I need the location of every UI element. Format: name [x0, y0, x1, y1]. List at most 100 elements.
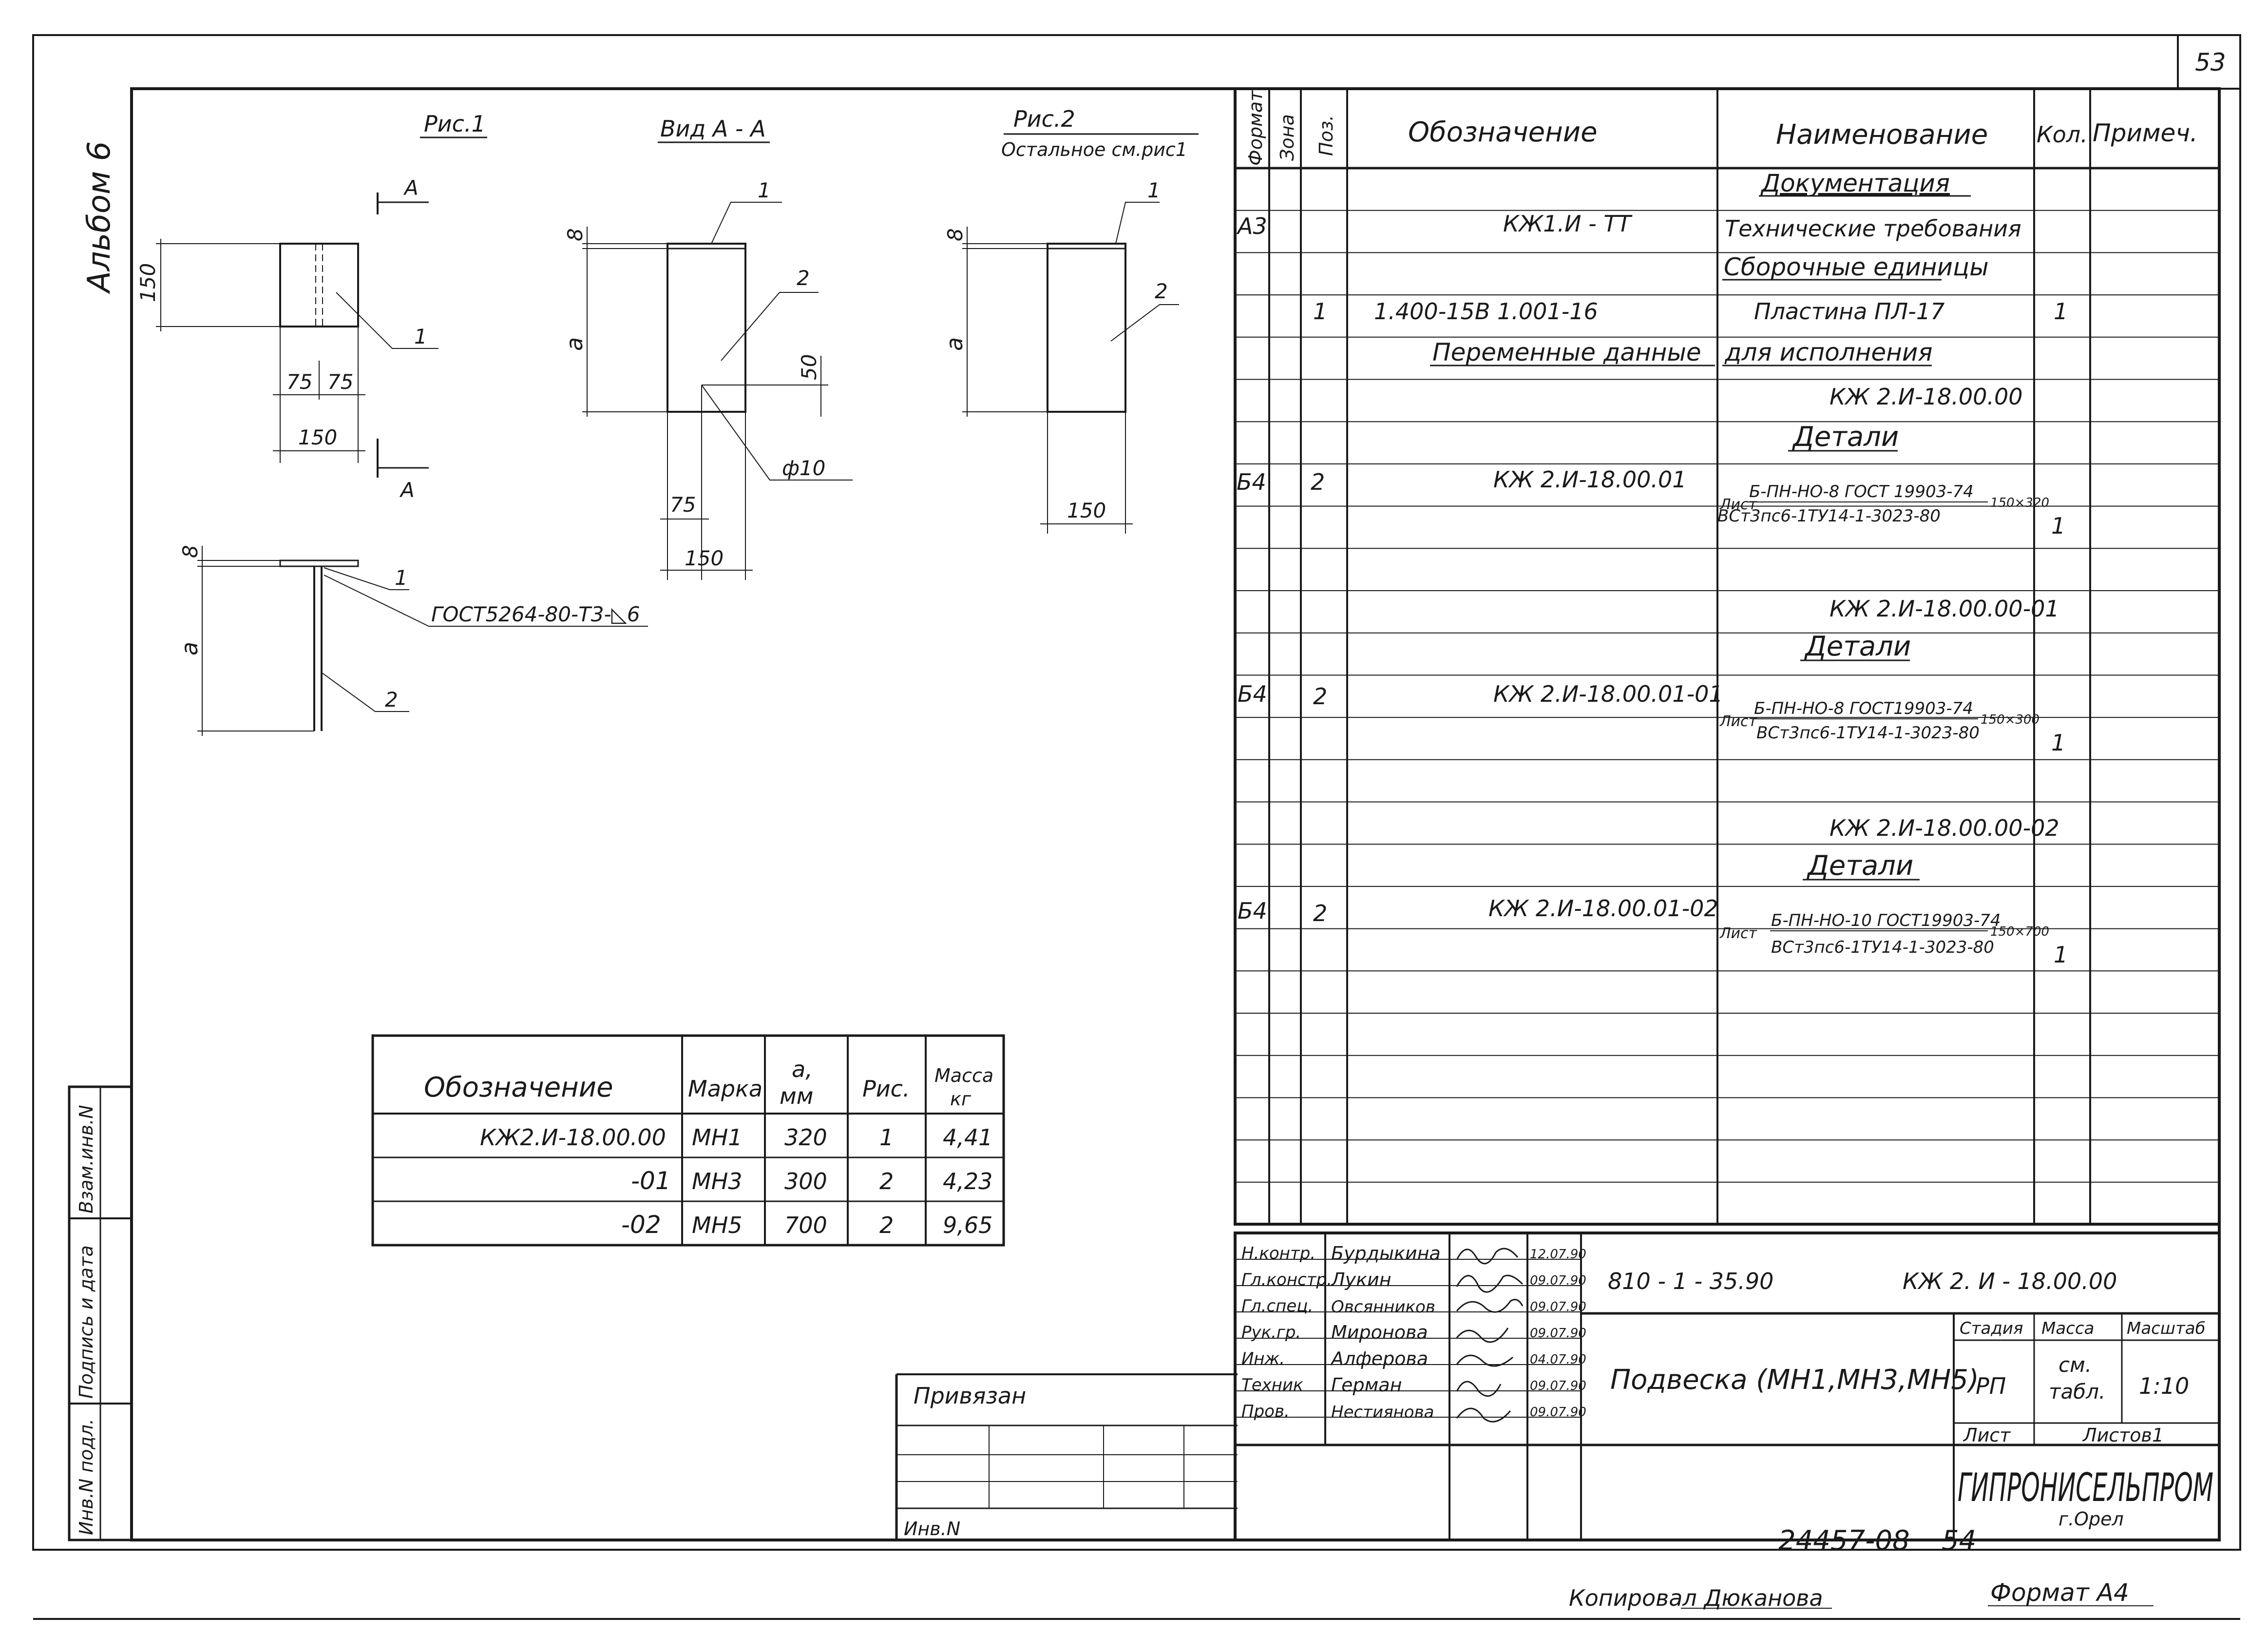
spec-variant3-format: Б4	[1238, 898, 1267, 924]
tb-sheet-label: Лист	[1963, 1424, 2011, 1446]
section-dim-75: 75	[670, 493, 696, 517]
spec-variant3-details: Детали	[1806, 850, 1913, 882]
figure-2: Рис.2 Остальное см.рис1 1 2 8 a 150	[941, 106, 1199, 534]
variants-row3-fig: 2	[879, 1212, 894, 1238]
spec-variant1-designation: КЖ 2.И-18.00.01	[1493, 466, 1687, 493]
tb-date-3: 09.07.90	[1530, 1300, 1586, 1314]
binding-inv: Инв.N	[904, 1518, 960, 1540]
spec-variant1-size: 150×320	[1990, 496, 2049, 510]
title-block-roles: Н.контр. Гл.констр. Гл.спец. Рук.гр. Инж…	[1241, 1244, 1332, 1421]
spec-header-pos: Поз.	[1315, 115, 1337, 156]
tb-sheets-label: Листов1	[2082, 1424, 2164, 1446]
tb-role-6: Техник	[1241, 1375, 1303, 1395]
title-block-grid	[1234, 1232, 2221, 1541]
variants-row2-fig: 2	[879, 1168, 894, 1194]
figure-1-plan: Рис.1 А А 150 75 75 150 1	[136, 111, 487, 502]
section-hole-dia: ф10	[782, 456, 825, 480]
variants-row1-designation: КЖ2.И-18.00.00	[480, 1124, 666, 1151]
spec-variant1-details: Детали	[1792, 421, 1899, 453]
variants-table	[371, 1034, 1005, 1247]
tb-name-5: Алферова	[1330, 1348, 1428, 1369]
spec-docs-designation: КЖ1.И - ТТ	[1503, 211, 1633, 237]
variants-header-a-unit: мм	[780, 1083, 813, 1109]
fig2-dim-150: 150	[1067, 499, 1106, 522]
tb-date-6: 09.07.90	[1530, 1379, 1586, 1393]
tb-role-5: Инж.	[1241, 1349, 1285, 1368]
section-dim-a: a	[561, 337, 588, 351]
spec-variant3-name-top: Б-ПН-НО-10 ГОСТ19903-74	[1771, 911, 2001, 930]
tb-role-2: Гл.констр.	[1241, 1270, 1332, 1290]
spec-variant1-prefix: Лист	[1719, 496, 1758, 513]
spec-header-note: Примеч.	[2093, 119, 2198, 147]
tb-org: ГИПРОНИСЕЛЬПРОМ	[1958, 1465, 2213, 1510]
side-stamp-inv: Инв.N подл.	[76, 1419, 97, 1535]
spec-variant3-pos: 2	[1313, 900, 1327, 926]
spec-variant2-name-top: Б-ПН-НО-8 ГОСТ19903-74	[1754, 699, 1973, 718]
copied-by: Копировал Дюканова	[1569, 1585, 1823, 1611]
spec-header-name: Наименование	[1776, 119, 1988, 151]
spec-docs-name: Технические требования	[1725, 215, 2021, 242]
variants-row2-designation: -01	[631, 1167, 671, 1195]
spec-variant2-qty: 1	[2051, 730, 2065, 756]
tb-mass-label: Масса	[2041, 1319, 2094, 1338]
spec-variant3-name-bottom: ВСт3пс6-1ТУ14-1-3023-80	[1771, 938, 1994, 957]
spec-variant2-details: Детали	[1804, 631, 1911, 662]
variants-row1-a: 320	[784, 1124, 827, 1151]
spec-header-designation: Обозначение	[1408, 116, 1598, 148]
tb-stage: РП	[1976, 1373, 2006, 1399]
section-dim-50: 50	[797, 354, 821, 380]
variants-row2-mass: 4,23	[943, 1168, 992, 1194]
fig2-pos-1: 1	[1147, 178, 1161, 202]
fig1-pos-1: 1	[414, 325, 427, 348]
spec-variant2-pos: 2	[1313, 683, 1327, 710]
side-stamp-sign: Подпись и дата	[76, 1245, 97, 1399]
fig1-elev-pos-1: 1	[395, 566, 408, 590]
variants-row3-designation: -02	[621, 1211, 661, 1239]
tb-name-7: Нестиянова	[1331, 1403, 1434, 1422]
fig1-dim-75-left: 75	[286, 370, 312, 394]
section-title: Вид А - А	[660, 115, 766, 142]
tb-role-3: Гл.спец.	[1241, 1296, 1313, 1316]
variants-header-fig: Рис.	[862, 1076, 910, 1102]
spec-assembly-pos: 1	[1313, 298, 1327, 325]
tb-role-7: Пров.	[1241, 1402, 1290, 1421]
spec-variant3-size: 150×700	[1990, 924, 2049, 939]
section-pos-2: 2	[797, 266, 810, 290]
tb-date-2: 09.07.90	[1530, 1273, 1586, 1288]
spec-variant1-format: Б4	[1237, 469, 1266, 495]
variants-header-mass: Масса	[934, 1065, 993, 1086]
spec-variant3-qty: 1	[2054, 942, 2068, 968]
tb-date-7: 09.07.90	[1530, 1405, 1586, 1420]
title-block-dates: 12.07.90 09.07.90 09.07.90 09.07.90 04.0…	[1530, 1247, 1586, 1420]
spec-variant1-pos: 2	[1311, 469, 1325, 495]
tb-name-1: Бурдыкина	[1331, 1243, 1441, 1264]
section-pos-1: 1	[758, 178, 771, 202]
weld-note: ГОСТ5264-80-Т3-◺6	[431, 602, 640, 626]
figure-1-elevation: 8 a 1 ГОСТ5264-80-Т3-◺6 2	[176, 545, 648, 736]
tb-date-1: 12.07.90	[1530, 1247, 1586, 1262]
section-mark-top: А	[403, 176, 419, 200]
spec-variable-left: Переменные данные	[1432, 338, 1701, 366]
variants-header-mass-unit: кг	[950, 1088, 972, 1110]
spec-variant2-designation: КЖ 2.И-18.00.01-01	[1493, 681, 1723, 707]
fig1-dim-8: 8	[178, 545, 202, 558]
fig1-dim-a: a	[176, 642, 203, 655]
tb-role-4: Рук.гр.	[1241, 1323, 1301, 1342]
section-dim-150: 150	[685, 546, 724, 570]
variants-row1-fig: 1	[879, 1124, 894, 1151]
spec-variable-right: для исполнения	[1724, 338, 1932, 366]
fig1-dim-75-right: 75	[327, 370, 353, 394]
fig2-dim-a: a	[941, 337, 968, 351]
tb-name-3: Овсянников	[1331, 1297, 1435, 1317]
fig1-title: Рис.1	[424, 111, 486, 137]
spec-table-grid	[1234, 87, 2221, 1226]
variants-header-a: a,	[792, 1056, 813, 1082]
spec-header-qty: Кол.	[2037, 121, 2088, 148]
variants-header-designation: Обозначение	[424, 1072, 613, 1103]
tb-name-4: Миронова	[1331, 1322, 1428, 1343]
spec-assembly-name: Пластина ПЛ-17	[1754, 298, 1944, 325]
tb-scale-label: Масштаб	[2127, 1319, 2206, 1338]
side-stamp-replace: Взам.инв.N	[76, 1105, 97, 1213]
fig1-dim-150-h: 150	[298, 425, 337, 449]
